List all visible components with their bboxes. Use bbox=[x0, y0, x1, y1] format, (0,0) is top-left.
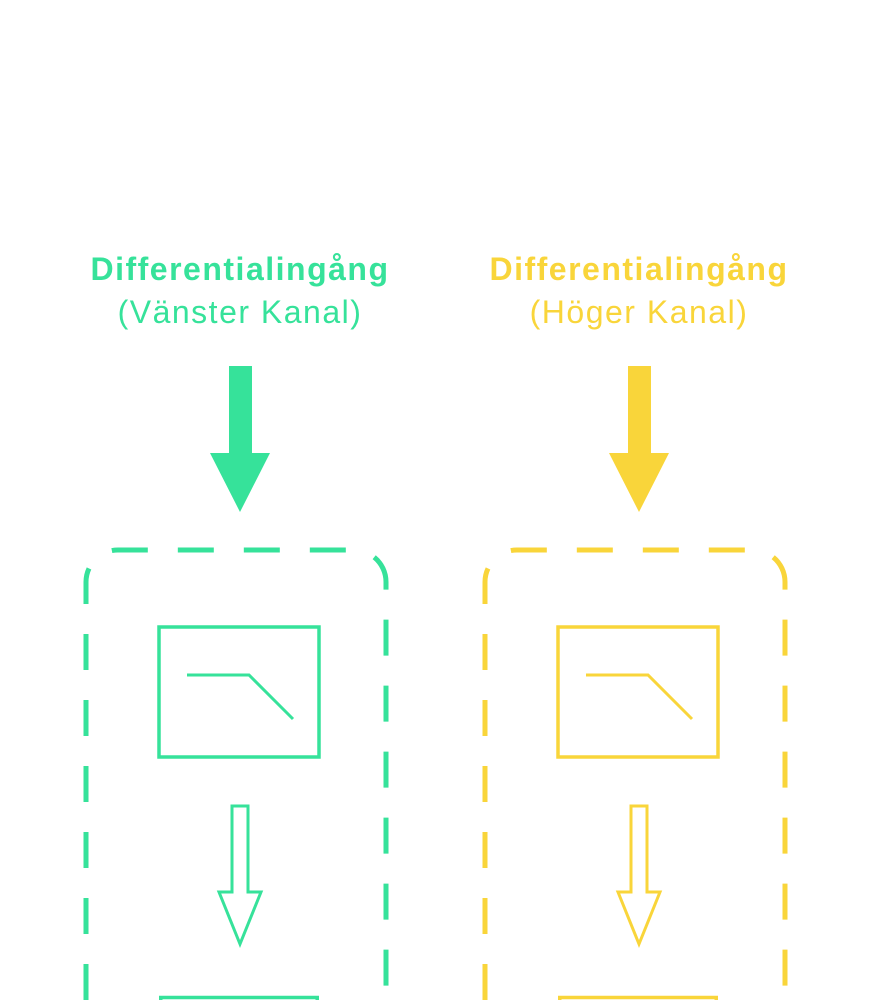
right-channel bbox=[482, 366, 788, 1000]
next-block bbox=[558, 995, 718, 1000]
lowpass-curve-icon bbox=[187, 673, 295, 721]
lowpass-curve-icon bbox=[586, 673, 694, 721]
left-channel bbox=[83, 366, 389, 1000]
right-channel-subtitle: (Höger Kanal) bbox=[529, 294, 749, 330]
right-channel-title: Differentialingång bbox=[489, 251, 789, 287]
next-block bbox=[159, 995, 319, 1000]
lowpass-filter-block bbox=[157, 625, 321, 759]
input-arrow-icon bbox=[210, 366, 270, 512]
left-channel-subtitle: (Vänster Kanal) bbox=[117, 294, 363, 330]
lowpass-filter-block bbox=[556, 625, 720, 759]
input-arrow-icon bbox=[609, 366, 669, 512]
processing-group-dashed-box bbox=[482, 547, 788, 1000]
flow-arrow-icon bbox=[615, 804, 663, 949]
processing-group-dashed-box bbox=[83, 547, 389, 1000]
left-channel-title: Differentialingång bbox=[90, 251, 390, 287]
flow-arrow-icon bbox=[216, 804, 264, 949]
